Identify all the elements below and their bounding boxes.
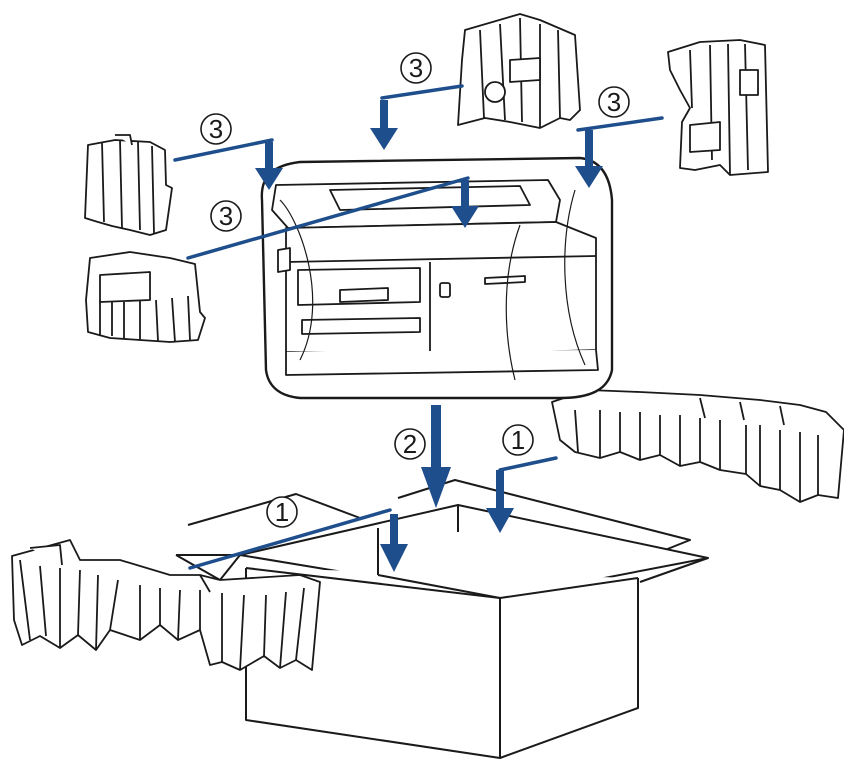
side-cushion-lower-left [86,252,205,342]
leader-line-top-right [578,118,662,130]
step-label-1-right: 1 [503,425,533,455]
bottom-cushion-right [552,390,844,502]
leader-line-upper-left [175,140,272,160]
leader-line-bottom-right [500,458,556,470]
step-number: 2 [403,429,417,459]
step-number: 3 [607,87,621,117]
step-label-3-lower-left: 3 [211,201,241,231]
step-label-3-top-right: 3 [599,87,629,117]
step-number: 1 [511,425,525,455]
step-number: 1 [275,497,289,527]
printer [262,158,612,398]
step-number: 3 [209,114,223,144]
step-label-3-upper-left: 3 [201,114,231,144]
arrow-top-center [370,100,398,150]
top-cushion-center [458,14,580,128]
leader-line-top-center [382,86,462,98]
side-cushion-upper-left [85,135,172,235]
top-cushion-right [668,40,768,175]
arrow-step2 [421,405,451,508]
step-label-2: 2 [395,429,425,459]
step-number: 3 [409,53,423,83]
step-label-1-left: 1 [267,497,297,527]
step-label-3-top-center: 3 [401,53,431,83]
step-number: 3 [219,201,233,231]
